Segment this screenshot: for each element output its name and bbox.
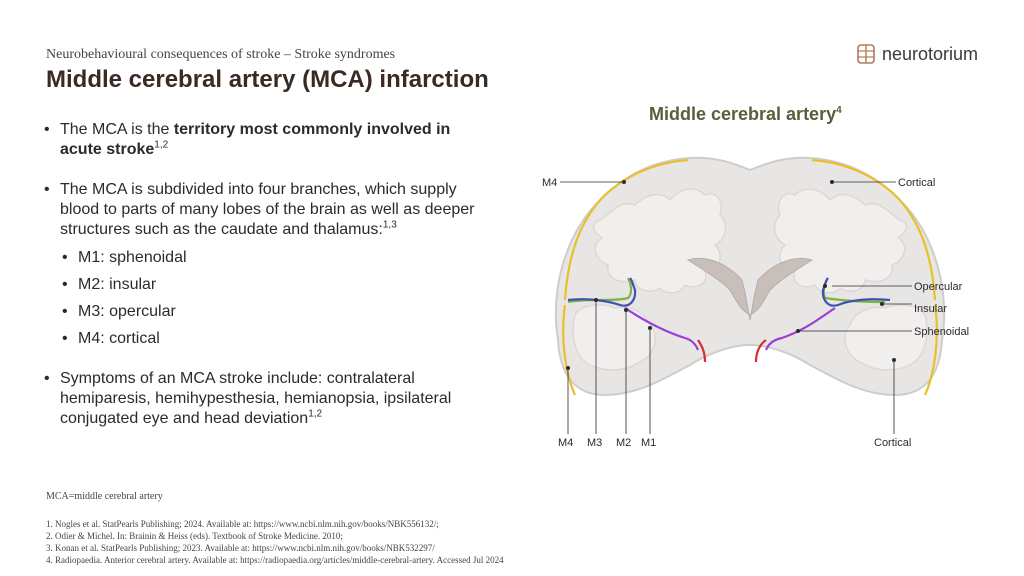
m3-opercular-branch-left	[567, 277, 633, 304]
leader-dot	[648, 326, 652, 330]
leader-dot	[594, 298, 598, 302]
logo-text: neurotorium	[882, 43, 979, 64]
reference-item: 2. Odier & Michel. In: Brainin & Heiss (…	[46, 531, 343, 541]
aca-branch-right	[754, 339, 767, 363]
m4-cortical-branch-right	[811, 158, 938, 396]
label-m4-top: M4	[542, 177, 557, 189]
leader-dot	[796, 329, 800, 333]
sub-bullet-text: M4: cortical	[78, 330, 160, 347]
sub-bullet-item: •M1: sphenoidal	[62, 249, 187, 266]
leader-dot	[823, 284, 827, 288]
leader-dot	[880, 302, 884, 306]
leader-dot	[892, 358, 896, 362]
sub-bullet-text: M2: insular	[78, 276, 157, 293]
label-m1: M1	[641, 437, 656, 449]
sub-bullet-text: M3: opercular	[78, 303, 176, 320]
bullet-bold-text: territory most commonly involved in acut…	[60, 121, 451, 158]
logo: neurotorium	[856, 43, 978, 65]
bullet-text: Symptoms of an MCA stroke include: contr…	[60, 370, 452, 427]
aca-branch-left	[697, 339, 707, 363]
label-insular: Insular	[914, 303, 947, 315]
bullet-item: • The MCA is the territory most commonly…	[44, 121, 451, 158]
sub-bullet-text: M1: sphenoidal	[78, 249, 187, 266]
bullet-item: • The MCA is subdivided into four branch…	[44, 181, 475, 238]
page-title: Middle cerebral artery (MCA) infarction	[46, 66, 489, 93]
lower-left-lobe	[572, 304, 656, 371]
abbreviation-note: MCA=middle cerebral artery	[46, 491, 163, 502]
citation: 1,2	[308, 408, 323, 420]
label-cortical-bottom: Cortical	[874, 437, 911, 449]
leader-dot	[624, 308, 628, 312]
leader-dot	[830, 180, 834, 184]
leader-dot	[566, 366, 570, 370]
sub-bullet-item: •M2: insular	[62, 276, 157, 293]
figure-title-text: Middle cerebral artery	[649, 104, 837, 124]
sub-bullet-item: •M3: opercular	[62, 303, 176, 320]
label-m2: M2	[616, 437, 631, 449]
neurotorium-logo-icon	[857, 44, 875, 64]
references: 1. Nogles et al. StatPearls Publishing; …	[46, 518, 504, 566]
lateral-ventricles	[686, 257, 814, 321]
m2-insular-branch-right	[821, 277, 891, 307]
label-m4-bottom: M4	[558, 437, 573, 449]
m1-sphenoidal-branch-left	[624, 307, 700, 351]
bullet-text: The MCA is the	[60, 121, 174, 138]
citation: 4	[836, 105, 842, 116]
reference-item: 3. Konan et al. StatPearls Publishing; 2…	[46, 543, 435, 553]
brain-coronal-diagram: M4 Cortical Opercular Insular Sphenoidal…	[542, 156, 969, 449]
sub-bullet-item: •M4: cortical	[62, 330, 160, 347]
lower-right-lobe	[844, 304, 928, 371]
m1-sphenoidal-branch-right	[764, 307, 836, 351]
label-sphenoidal: Sphenoidal	[914, 326, 969, 338]
label-cortical-top: Cortical	[898, 177, 935, 189]
label-m3: M3	[587, 437, 602, 449]
label-opercular: Opercular	[914, 281, 963, 293]
figure-title: Middle cerebral artery4	[649, 104, 842, 125]
reference-item: 1. Nogles et al. StatPearls Publishing; …	[46, 519, 439, 529]
section-subtitle: Neurobehavioural consequences of stroke …	[46, 47, 396, 62]
bullet-item: • Symptoms of an MCA stroke include: con…	[44, 370, 452, 427]
bullet-list: • The MCA is the territory most commonly…	[44, 120, 494, 449]
citation: 1,3	[382, 219, 397, 231]
bullet-text: The MCA is subdivided into four branches…	[60, 181, 475, 238]
reference-item: 4. Radiopaedia. Anterior cerebral artery…	[46, 555, 504, 565]
leader-dot	[622, 180, 626, 184]
citation: 1,2	[154, 139, 169, 151]
m4-cortical-branch-left	[562, 158, 689, 396]
